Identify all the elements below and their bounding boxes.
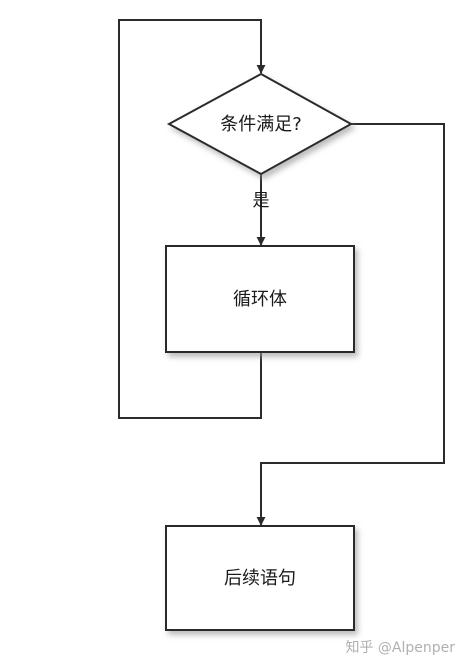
watermark-text: 知乎 @Alpenper	[345, 640, 455, 656]
condition-node: 条件满足?	[166, 72, 354, 176]
exit-edge	[256, 123, 445, 526]
loop-body-node: 循环体	[165, 245, 355, 353]
loop-body-label: 循环体	[233, 289, 287, 310]
yes-edge-label: 是	[253, 191, 270, 211]
condition-label: 条件满足?	[220, 114, 302, 135]
loop-back-edge	[118, 19, 266, 419]
next-statement-node: 后续语句	[165, 525, 355, 631]
next-statement-label: 后续语句	[224, 568, 296, 589]
